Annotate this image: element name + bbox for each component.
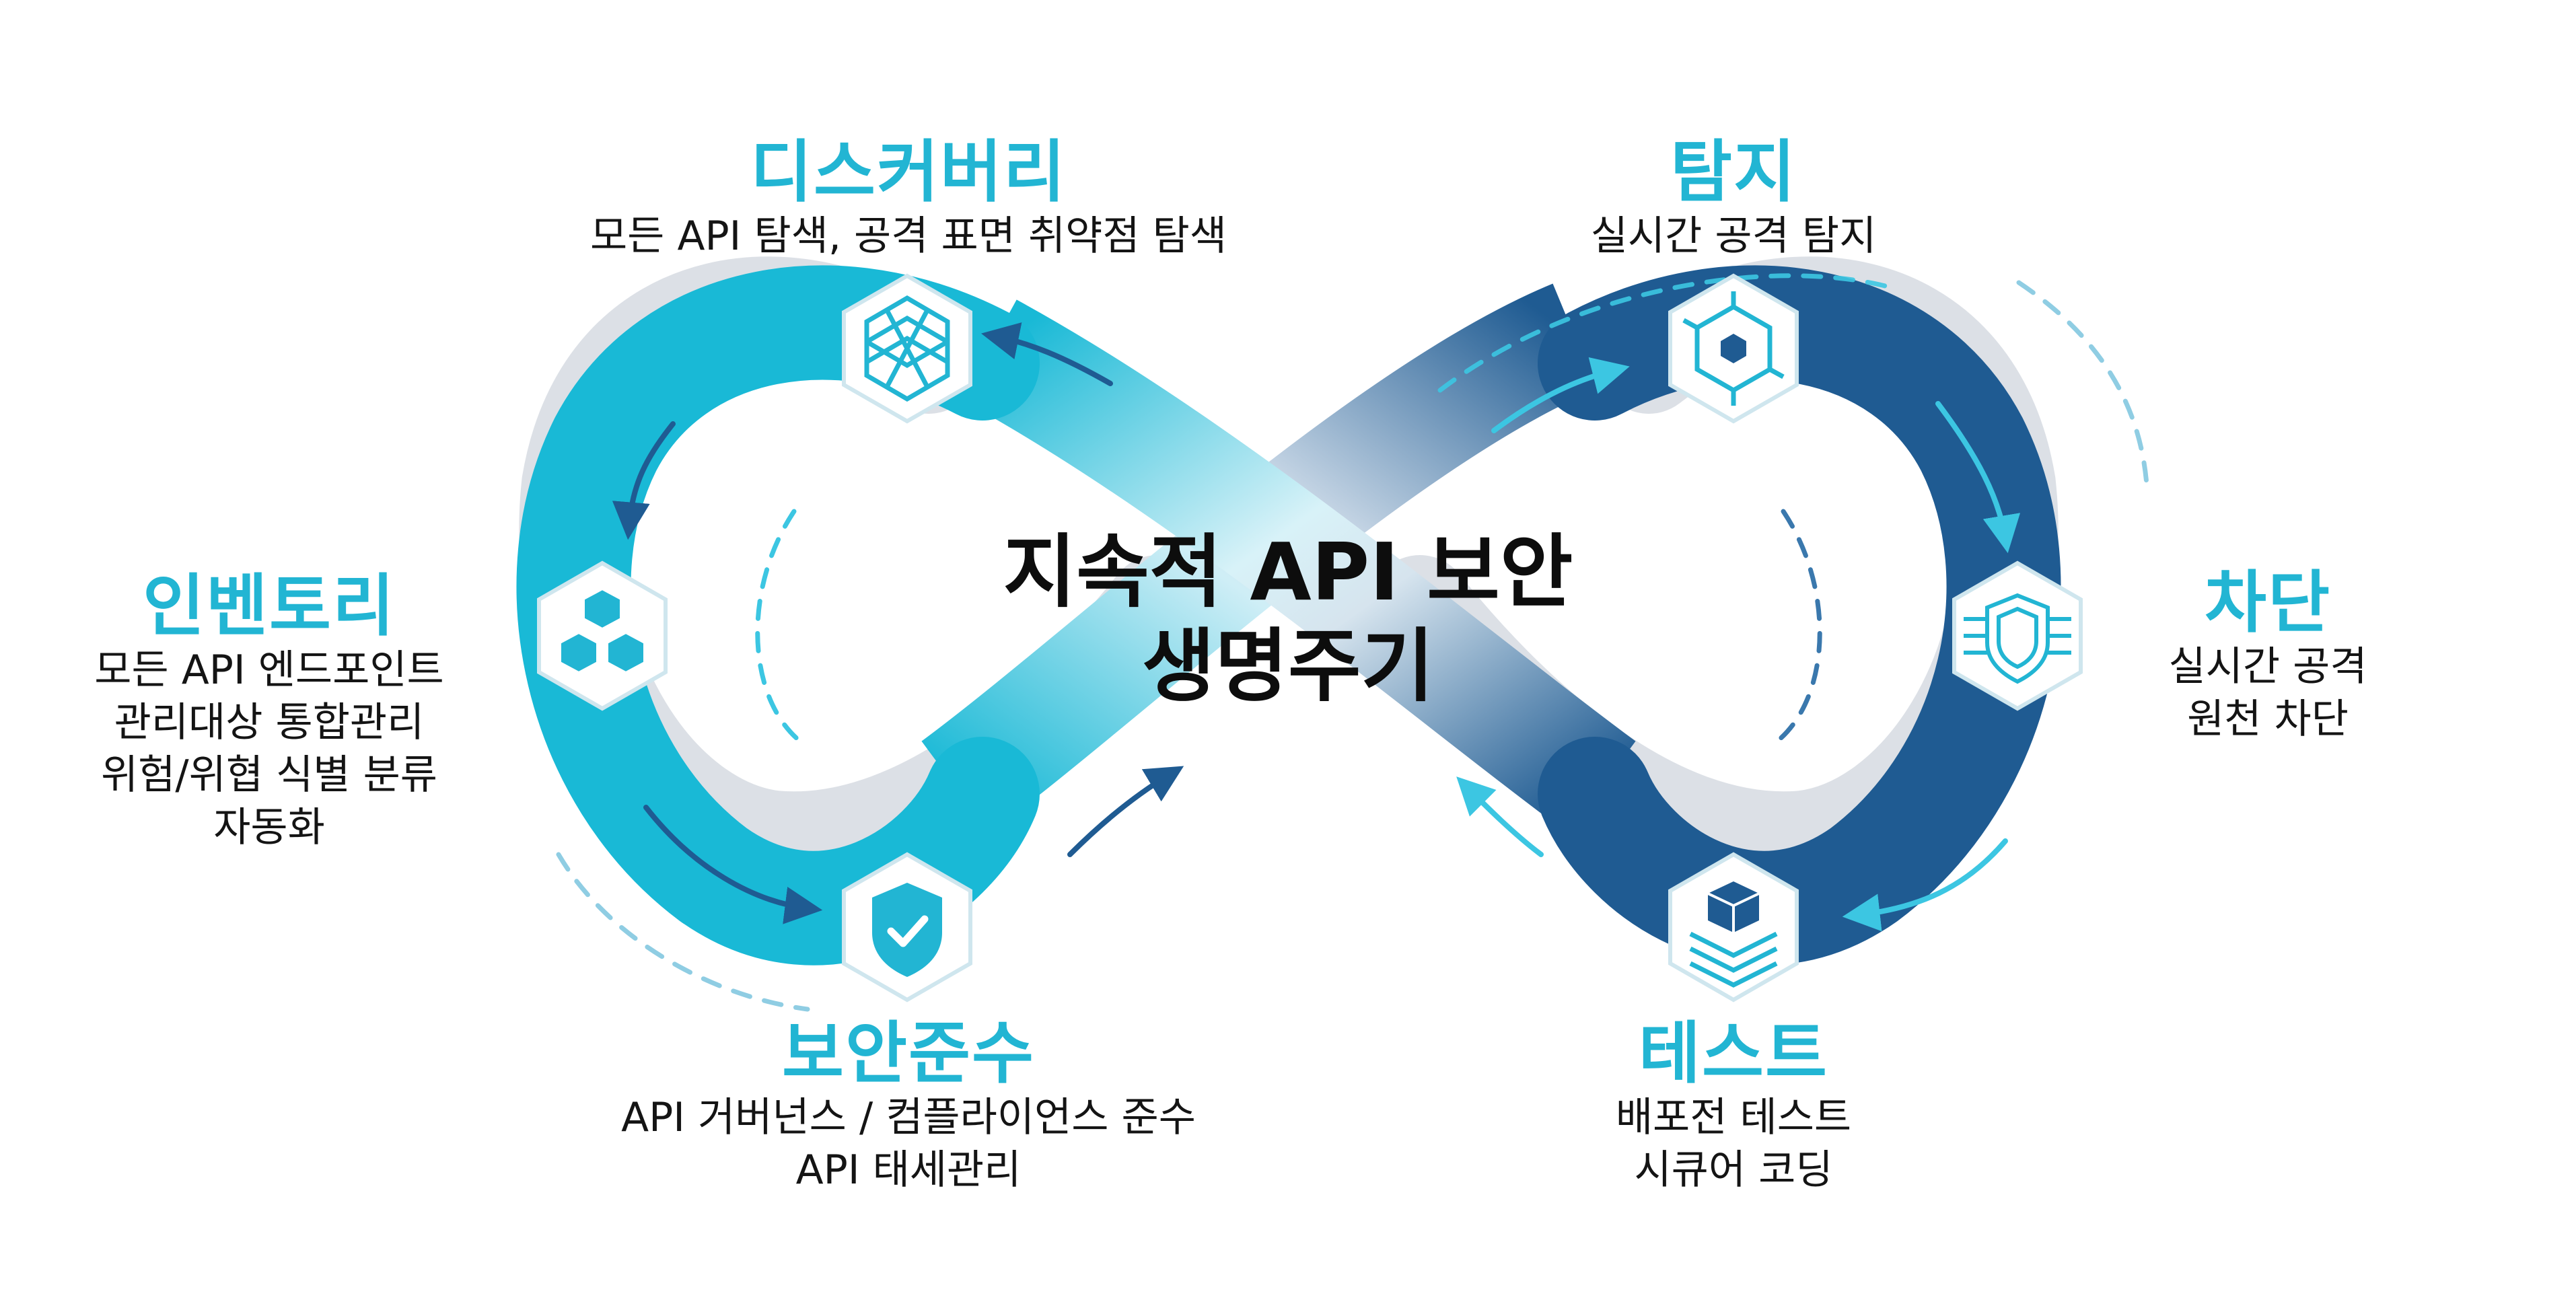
stage-detection-title: 탐지 [1670, 133, 1797, 211]
cubes-icon [537, 560, 668, 711]
crossing-band-falling [962, 299, 1636, 834]
stage-discovery-desc-1: 모든 API 탐색, 공격 표면 취약점 탐색 [589, 213, 1227, 260]
stage-inventory-desc-2: 관리대상 통합관리 [114, 699, 425, 746]
stage-compliance-desc-1: API 거버넌스 / 컴플라이언스 준수 [621, 1094, 1196, 1141]
stage-blocking-desc-2: 원천 차단 [2187, 696, 2349, 743]
shield-firewall-icon [1952, 560, 2083, 711]
stage-testing-title: 테스트 [1639, 1014, 1828, 1093]
stage-detection-desc-1: 실시간 공격 탐지 [1590, 213, 1877, 260]
grid-cube-icon [842, 273, 972, 424]
stage-testing: 테스트 배포전 테스트 시큐어 코딩 [1498, 1016, 1969, 1196]
stage-compliance-desc-2: API 태세관리 [795, 1146, 1022, 1194]
stage-discovery: 디스커버리 모든 API 탐색, 공격 표면 취약점 탐색 [471, 135, 1346, 262]
stage-testing-desc-1: 배포전 테스트 [1615, 1094, 1852, 1141]
lifecycle-title: 지속적 API 보안 생명주기 [884, 525, 1692, 713]
stage-discovery-title: 디스커버리 [750, 133, 1067, 211]
stage-blocking: 차단 실시간 공격 원천 차단 [2100, 565, 2436, 745]
shield-check-icon [842, 852, 972, 1003]
radar-target-icon [1668, 273, 1799, 424]
stage-inventory-desc-3: 위험/위협 식별 분류 [101, 752, 437, 799]
flow-arrows [612, 322, 2021, 932]
stage-blocking-desc-1: 실시간 공격 [2168, 643, 2367, 690]
stage-detection: 탐지 실시간 공격 탐지 [1464, 135, 2003, 262]
stage-inventory: 인벤토리 모든 API 엔드포인트 관리대상 통합관리 위험/위협 식별 분류 … [54, 569, 485, 854]
stage-testing-desc-2: 시큐어 코딩 [1634, 1146, 1833, 1194]
stage-blocking-title: 차단 [2205, 563, 2331, 642]
layers-icon [1668, 852, 1799, 1003]
stage-inventory-title: 인벤토리 [143, 567, 396, 645]
lifecycle-title-line1: 지속적 API 보안 [1003, 525, 1573, 618]
lifecycle-title-line2: 생명주기 [1141, 620, 1435, 713]
dashed-guides [556, 273, 2149, 1012]
stage-compliance-title: 보안준수 [782, 1014, 1035, 1093]
stage-inventory-desc-1: 모든 API 엔드포인트 [94, 647, 444, 694]
stage-inventory-desc-4: 자동화 [213, 804, 325, 851]
stage-compliance: 보안준수 API 거버넌스 / 컴플라이언스 준수 API 태세관리 [491, 1016, 1326, 1196]
